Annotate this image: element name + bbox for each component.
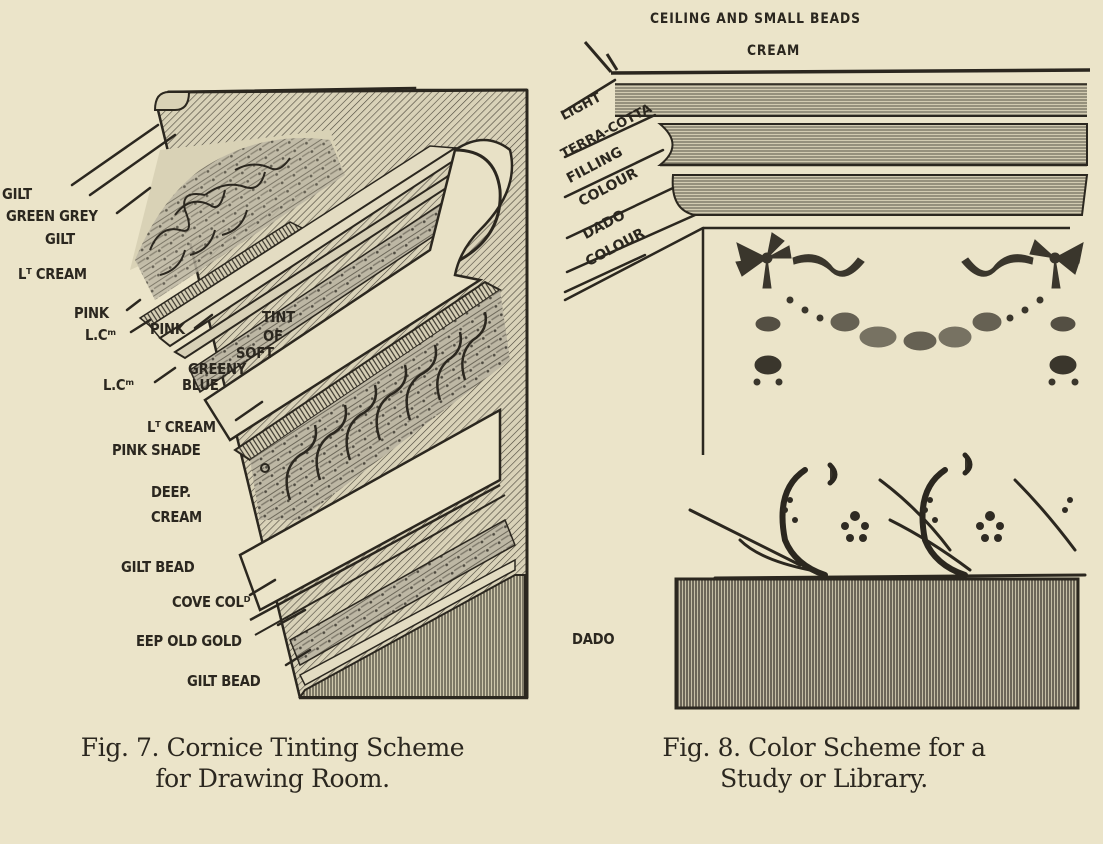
label-light-cream: Lᵀ CREAM [18,265,87,283]
cornice-engraving-illustration [70,86,529,700]
label-gilt-bead: GILT BEAD [121,558,195,576]
label-gilt-bead-2: GILT BEAD [187,672,261,690]
caption-line-2: Study or Library. [720,764,928,793]
label-light-cream-abbrev-2: L.Cᵐ [103,376,134,394]
label-deep-old-gold: EEP OLD GOLD [136,632,242,650]
caption-line-1: Fig. 8. Color Scheme for a [662,733,986,762]
label-light-cream-2: Lᵀ CREAM [147,418,216,436]
caption-line-1: Fig. 7. Cornice Tinting Scheme [80,733,465,762]
label-light-cream-abbrev: L.Cᵐ [85,326,116,344]
frieze-and-dado-illustration [561,41,1091,710]
label-green-grey: GREEN GREY [6,207,98,225]
figure-7-cornice-drawing-room: GILT GREEN GREY GILT Lᵀ CREAM PINK L.Cᵐ … [0,0,545,844]
label-soft: SOFT [236,344,274,362]
label-pink-2: PINK [150,320,185,338]
label-dado-panel: DADO [572,630,615,648]
label-cream: CREAM [747,43,801,59]
label-ceiling-and-small-beads: CEILING AND SMALL BEADS [650,11,861,27]
label-greeny: GREENY [188,360,247,378]
caption-line-2: for Drawing Room. [155,764,390,793]
label-blue: BLUE [182,376,219,394]
label-tint-of-2: OF [263,327,283,345]
label-pink: PINK [74,304,109,322]
label-pink-shade: PINK SHADE [112,441,201,459]
label-deep-cream: DEEP. [151,483,191,501]
label-gilt: GILT [2,185,32,203]
label-tint-of: TINT [262,308,295,326]
figure-7-caption: Fig. 7. Cornice Tinting Scheme for Drawi… [0,732,545,794]
figure-8-study-library-scheme: CEILING AND SMALL BEADS CREAM LIGHT TERR… [545,0,1103,844]
label-deep-cream-2: CREAM [151,508,202,526]
figure-8-caption: Fig. 8. Color Scheme for a Study or Libr… [545,732,1103,794]
label-cove-colour: COVE COLᴰ [172,593,251,611]
label-gilt-2: GILT [45,230,75,248]
